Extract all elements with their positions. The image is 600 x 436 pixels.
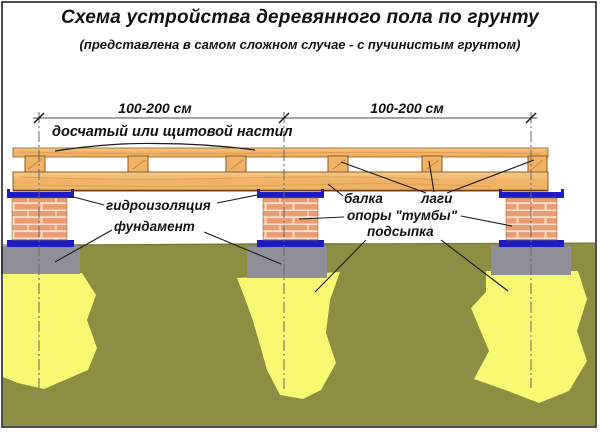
decking-span-arc xyxy=(54,142,256,152)
foundation-block-left xyxy=(1,246,80,274)
centerlines xyxy=(38,112,532,392)
pointer-lines xyxy=(54,159,535,293)
sand-pad-right xyxy=(471,271,587,403)
diagram-title: Схема устройства деревянного пола по гру… xyxy=(61,7,539,28)
image-border xyxy=(1,1,597,428)
foundation-block-middle xyxy=(247,246,327,278)
label-joists: лаги xyxy=(421,191,453,206)
label-beam: балка xyxy=(344,191,383,206)
label-waterproofing: гидроизоляция xyxy=(106,198,211,213)
sand-pad-middle xyxy=(237,272,340,399)
beam xyxy=(12,171,549,192)
sand-pad-left xyxy=(3,273,97,389)
label-foundation: фундамент xyxy=(114,219,195,234)
dimension-label-right: 100-200 см xyxy=(370,100,444,116)
dimension-line xyxy=(33,112,537,124)
label-bedding: подсыпка xyxy=(367,224,434,239)
dimension-label-left: 100-200 см xyxy=(118,100,192,116)
label-decking: досчатый или щитовой настил xyxy=(52,124,293,140)
diagram-subtitle: (представлена в самом сложном случае - с… xyxy=(79,37,521,52)
joist-blocks xyxy=(24,155,548,173)
label-supports: опоры "тумбы" xyxy=(347,208,458,223)
